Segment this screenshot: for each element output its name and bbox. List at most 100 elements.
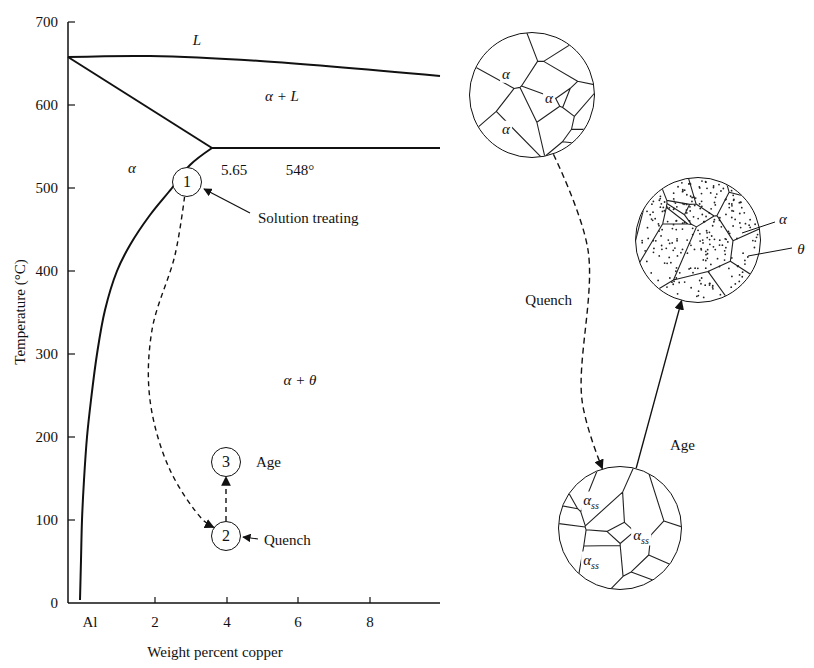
precipitate-dot: [710, 208, 712, 210]
y-tick: [68, 270, 75, 271]
precipitate-dot: [734, 283, 736, 285]
precipitate-dot: [675, 277, 677, 279]
precipitate-dot: [732, 210, 734, 212]
precipitate-dot: [699, 208, 701, 210]
x-tick: [226, 597, 227, 603]
precipitate-dot: [695, 197, 697, 199]
precipitate-dot: [667, 221, 669, 223]
precipitate-dot: [710, 192, 712, 194]
precipitate-dot: [676, 206, 678, 208]
precipitate-dot: [715, 196, 717, 198]
axis-title: Temperature (°C): [12, 257, 29, 366]
precipitate-dot: [692, 234, 694, 236]
precipitate-dot: [719, 244, 721, 246]
callout-number: 2: [222, 527, 230, 545]
precipitate-dot: [718, 184, 720, 186]
phase-label: α: [500, 66, 512, 83]
grain-structure: [553, 461, 687, 595]
precipitate-dot: [708, 212, 710, 214]
precipitate-dot: [652, 201, 654, 203]
precipitate-dot: [714, 202, 716, 204]
precipitate-dot: [714, 249, 716, 251]
phase-label: L: [191, 32, 203, 49]
precipitate-dot: [686, 239, 688, 241]
precipitate-dot: [666, 262, 668, 264]
x-tick: [369, 597, 370, 603]
precipitate-dot: [740, 201, 742, 203]
precipitate-dot: [686, 212, 688, 214]
precipitate-dot: [644, 250, 646, 252]
precipitate-dot: [698, 290, 700, 292]
precipitate-dot: [708, 271, 710, 273]
precipitate-dot: [661, 248, 663, 250]
step-label: Age: [668, 437, 697, 454]
precipitate-dot: [690, 244, 692, 246]
precipitate-dot: [694, 249, 696, 251]
precipitate-dot: [719, 266, 721, 268]
precipitate-dot: [738, 202, 740, 204]
precipitate-dot: [689, 210, 691, 212]
precipitate-dot: [667, 239, 669, 241]
microstructure-circle: αssαssαss: [558, 466, 682, 590]
precipitate-dot: [674, 202, 676, 204]
precipitate-dot: [716, 193, 718, 195]
tick-label: Al: [81, 614, 100, 631]
precipitate-dot: [690, 195, 692, 197]
precipitate-dot: [701, 214, 703, 216]
precipitate-dot: [756, 236, 758, 238]
microstructure-circle: α α α: [469, 32, 595, 158]
phase-label: α: [543, 90, 555, 107]
axis-title: Weight percent copper: [145, 644, 284, 661]
precipitate-dot: [709, 239, 711, 241]
precipitate-dot: [663, 210, 665, 212]
precipitate-dot: [699, 233, 701, 235]
tick-label: 2: [149, 614, 161, 631]
precipitate-dot: [654, 218, 656, 220]
precipitate-dot: [641, 242, 643, 244]
precipitate-dot: [680, 252, 682, 254]
precipitate-dot: [729, 232, 731, 234]
precipitate-dot: [697, 218, 699, 220]
precipitate-dot: [702, 259, 704, 261]
precipitate-dot: [707, 253, 709, 255]
precipitate-dot: [709, 243, 711, 245]
precipitate-dot: [730, 286, 732, 288]
precipitate-dot: [713, 246, 715, 248]
precipitate-dot: [725, 247, 727, 249]
precipitate-dot: [714, 204, 716, 206]
precipitate-dot: [672, 228, 674, 230]
tick-label: 600: [34, 97, 61, 114]
phase-label: α: [500, 121, 512, 138]
precipitate-dot: [677, 186, 679, 188]
precipitate-dot: [662, 211, 664, 213]
precipitate-dot: [666, 206, 668, 208]
precipitate-dot: [657, 279, 659, 281]
precipitate-dot: [671, 242, 673, 244]
precipitate-dot: [705, 254, 707, 256]
phase-label: αss: [631, 527, 651, 546]
precipitate-dot: [754, 247, 756, 249]
precipitate-dot: [709, 231, 711, 233]
precipitate-dot: [692, 272, 694, 274]
precipitate-dot: [739, 213, 741, 215]
precipitate-dot: [694, 267, 696, 269]
precipitate-dot: [658, 223, 660, 225]
precipitate-dot: [691, 197, 693, 199]
precipitate-dot: [664, 201, 666, 203]
precipitate-dot: [681, 182, 683, 184]
precipitate-dot: [724, 253, 726, 255]
precipitate-dot: [709, 283, 711, 285]
precipitate-dot: [677, 255, 679, 257]
precipitate-dot: [707, 249, 709, 251]
y-tick: [68, 436, 75, 437]
precipitate-dot: [728, 203, 730, 205]
precipitate-dot: [652, 211, 654, 213]
precipitate-dot: [673, 208, 675, 210]
precipitate-dot: [660, 203, 662, 205]
precipitate-dot: [646, 261, 648, 263]
precipitate-dot: [705, 251, 707, 253]
precipitate-dot: [743, 212, 745, 214]
precipitate-dot: [682, 191, 684, 193]
precipitate-dot: [713, 221, 715, 223]
precipitate-dot: [719, 294, 721, 296]
